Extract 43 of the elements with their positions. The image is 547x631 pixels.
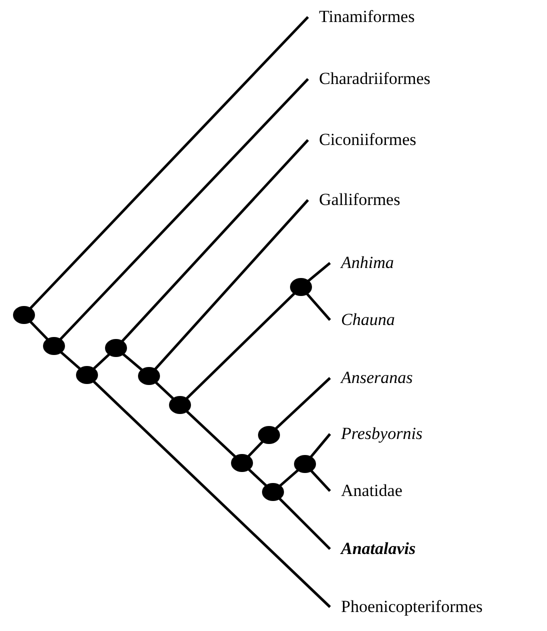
- node-dot: [76, 366, 98, 384]
- branch-line: [154, 199, 309, 370]
- branch-line: [307, 262, 331, 282]
- taxon-label: Charadriiformes: [319, 69, 430, 89]
- branch-line: [248, 468, 268, 487]
- taxon-label: Chauna: [341, 310, 395, 330]
- taxon-label: Presbyornis: [341, 424, 423, 444]
- node-dot: [169, 396, 191, 414]
- branch-line: [29, 16, 309, 310]
- branch-line: [185, 292, 296, 400]
- branch-line: [122, 352, 143, 372]
- branch-line: [29, 320, 49, 341]
- taxon-label: Anseranas: [341, 368, 413, 388]
- branch-line: [310, 470, 331, 492]
- taxon-label: Phoenicopteriformes: [341, 597, 483, 617]
- branch-line: [92, 380, 331, 608]
- taxon-label: Anatalavis: [341, 539, 416, 559]
- taxon-label: Anatidae: [341, 481, 402, 501]
- node-dot: [262, 483, 284, 501]
- node-dot: [258, 426, 280, 444]
- node-dot: [138, 367, 160, 385]
- branch-line: [121, 139, 309, 342]
- branch-line: [92, 353, 110, 370]
- node-dot: [290, 278, 312, 296]
- node-dot: [294, 455, 316, 473]
- branch-line: [310, 433, 331, 458]
- node-dot: [43, 337, 65, 355]
- node-dot: [231, 454, 253, 472]
- branch-line: [274, 377, 331, 430]
- branch-line: [278, 468, 300, 488]
- taxon-label: Galliformes: [319, 190, 400, 210]
- node-dot: [13, 306, 35, 324]
- taxon-label: Ciconiiformes: [319, 130, 416, 150]
- branch-line: [154, 381, 174, 400]
- branch-line: [306, 292, 331, 321]
- taxon-label: Tinamiformes: [319, 7, 415, 27]
- branch-line: [247, 440, 264, 458]
- branch-line: [186, 410, 236, 458]
- branch-line: [59, 78, 309, 340]
- node-dot: [105, 339, 127, 357]
- branch-line: [60, 350, 82, 370]
- taxon-label: Anhima: [341, 253, 394, 273]
- branch-line: [278, 497, 331, 550]
